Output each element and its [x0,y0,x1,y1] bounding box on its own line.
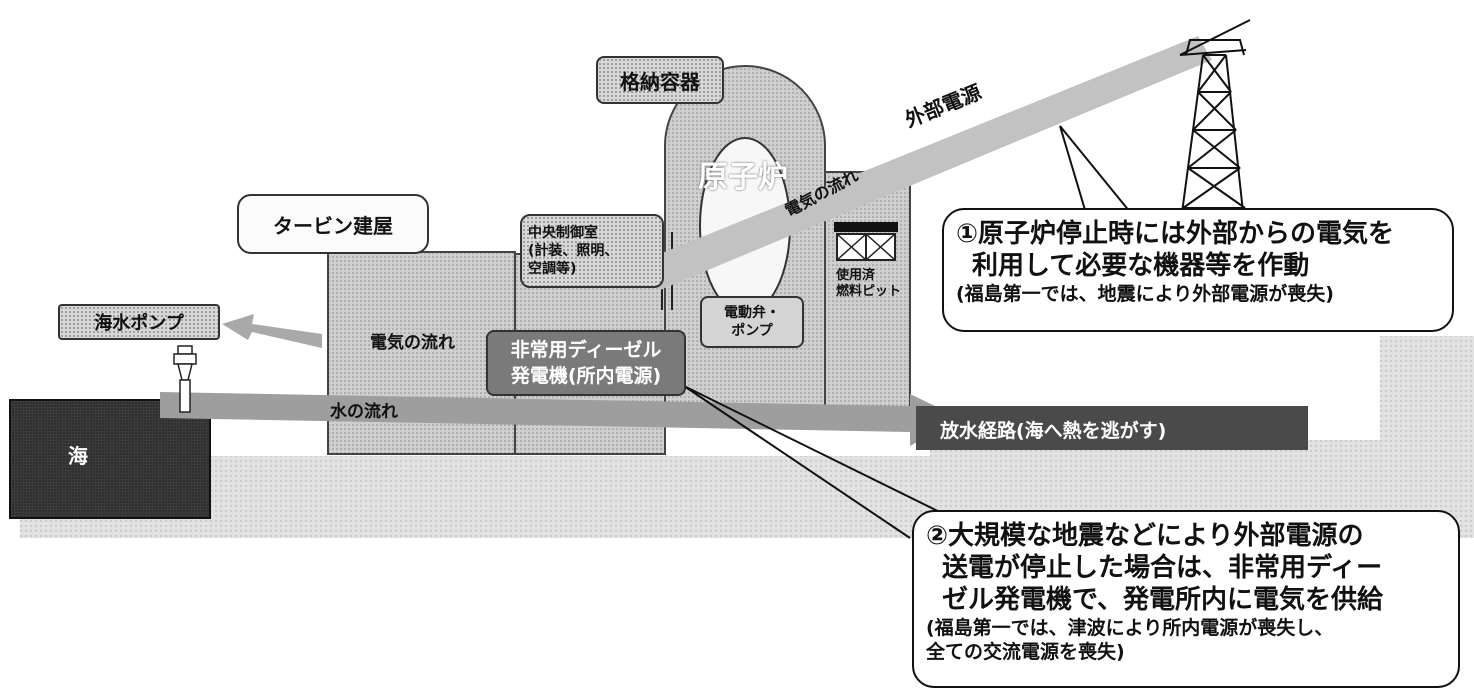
callout2-pointer [683,385,961,539]
callout1-pointer [1059,125,1131,221]
sea [9,399,211,519]
callout2-note-1: (福島第一では、津波により所内電源が喪失し、 [926,617,1334,639]
callout1-note: (福島第一では、地震により外部電源が喪失) [956,283,1334,305]
callout2-line-3: ゼル発電機で、発電所内に電気を供給 [942,585,1383,615]
diesel-generator-line-1: 非常用ディーゼル [510,339,662,361]
spent-fuel-pit-label: 使用済 燃料ピット [836,268,901,300]
callout-emergency-power: ②大規模な地震などにより外部電源の 送電が停止した場合は、非常用ディー ゼル発電… [912,510,1460,688]
spent-fuel-line-1: 使用済 [836,268,876,283]
containment-label: 格納容器 [596,56,724,104]
motor-valve-pump-label: 電動弁・ ポンプ [700,296,804,348]
seawater-pump-label: 海水ポンプ [58,304,220,340]
power-flow-turbine-label: 電気の流れ [370,333,455,353]
water-flow-arrow [160,392,960,446]
diesel-generator-line-2: 発電機(所内電源) [510,365,662,387]
callout2-line-1: ②大規模な地震などにより外部電源の [926,521,1364,551]
callout-external-power: ①原子炉停止時には外部からの電気を 利用して必要な機器等を作動 (福島第一では、… [942,208,1454,332]
ground-platform [20,336,1474,538]
reactor-label: 原子炉 [698,160,788,195]
control-room-detail-1: (計装、照明、 [528,243,619,259]
sea-label: 海 [68,444,88,468]
control-room-label: 中央制御室 (計装、照明、 空調等) [520,214,664,288]
power-flow-arrow-left [222,314,322,348]
control-room-title: 中央制御室 [528,225,598,241]
callout2-line-2: 送電が停止した場合は、非常用ディー [942,553,1383,583]
discharge-route-label: 放水経路(海へ熱を逃がす) [940,420,1167,442]
callout2-note-2: 全ての交流電源を喪失) [926,641,1125,663]
callout1-line-2: 利用して必要な機器等を作動 [972,251,1310,281]
seawater-pump-graphic [173,345,197,413]
diesel-generator-label: 非常用ディーゼル 発電機(所内電源) [486,330,686,396]
spent-fuel-line-2: 燃料ピット [836,284,902,299]
motor-valve-line-2: ポンプ [731,323,773,339]
discharge-bar [916,406,1308,450]
callout1-line-1: ①原子炉停止時には外部からの電気を [956,219,1395,249]
external-power-band [640,36,1212,290]
control-room-detail-2: 空調等) [528,261,577,277]
turbine-building-label: タービン建屋 [237,194,429,254]
water-flow-label: 水の流れ [330,402,398,422]
motor-valve-line-1: 電動弁・ [724,305,780,321]
